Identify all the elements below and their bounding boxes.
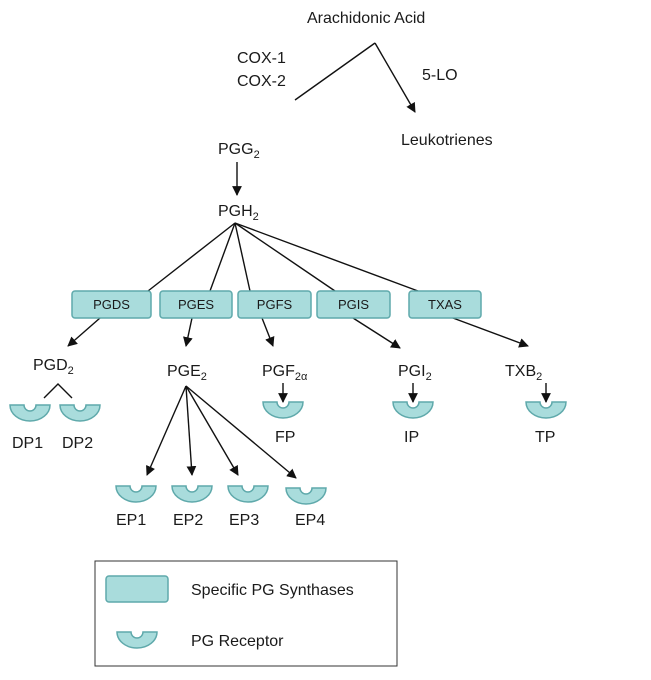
receptor-fp-icon <box>262 401 304 419</box>
edge-aa-to-cox <box>294 42 376 101</box>
legend-synthase-label: Specific PG Synthases <box>191 582 354 599</box>
synthase-boxes: PGDS PGES PGFS PGIS TXAS <box>71 290 482 319</box>
edge-pgfs-to-pgf2a <box>261 317 275 347</box>
receptors <box>9 401 567 505</box>
receptor-ep1-icon <box>115 485 157 503</box>
label-5lo: 5-LO <box>422 67 458 84</box>
node-pge2: PGE2 <box>167 363 207 383</box>
receptor-ep2-label: EP2 <box>173 512 203 529</box>
receptor-ip-label: IP <box>404 429 419 446</box>
edges <box>43 42 551 479</box>
edge-aa-to-leukotrienes <box>374 42 416 113</box>
node-arachidonic-acid: Arachidonic Acid <box>307 10 425 27</box>
node-pgg2: PGG2 <box>218 141 260 161</box>
edge-pge2-to-ep3 <box>185 385 239 476</box>
legend-receptor-label: PG Receptor <box>191 633 284 650</box>
receptor-ep4-icon <box>285 487 327 505</box>
edge-pge2-to-ep2 <box>185 385 197 476</box>
legend-receptor-icon <box>116 631 158 649</box>
receptor-ep4-label: EP4 <box>295 512 325 529</box>
synthase-pges-label: PGES <box>178 297 214 312</box>
edge-pgh2-to-pges <box>209 222 236 292</box>
node-pgh2: PGH2 <box>218 203 259 223</box>
edge-pgh2-to-pgfs <box>234 222 251 292</box>
label-cox2: COX-2 <box>237 73 286 90</box>
synthase-pgds-label: PGDS <box>93 297 130 312</box>
synthase-pgis-label: PGIS <box>338 297 369 312</box>
node-leukotrienes: Leukotrienes <box>401 132 493 149</box>
receptor-ep2-icon <box>171 485 213 503</box>
edge-pgis-to-pgi2 <box>352 317 401 349</box>
receptor-dp2-icon <box>59 404 101 422</box>
node-txb2: TXB2 <box>505 363 542 383</box>
synthase-pges: PGES <box>159 290 233 319</box>
synthase-txas: TXAS <box>408 290 482 319</box>
edge-pge2-to-ep4 <box>185 385 297 479</box>
receptor-ep3-label: EP3 <box>229 512 259 529</box>
receptor-tp-label: TP <box>535 429 555 446</box>
node-pgd2: PGD2 <box>33 357 74 377</box>
edge-pgh2-to-txas <box>234 222 419 292</box>
edge-pgds-to-pgd2 <box>67 317 101 347</box>
synthase-txas-label: TXAS <box>428 297 462 312</box>
receptor-tp-icon <box>525 401 567 419</box>
label-cox1: COX-1 <box>237 50 286 67</box>
synthase-pgis: PGIS <box>316 290 391 319</box>
edge-pgd2-to-dp-receptors <box>43 383 73 399</box>
receptor-ip-icon <box>392 401 434 419</box>
synthase-pgfs-label: PGFS <box>257 297 293 312</box>
legend: Specific PG Synthases PG Receptor <box>94 560 398 667</box>
legend-frame <box>94 560 398 667</box>
legend-synthase-swatch <box>105 575 169 603</box>
receptor-dp1-icon <box>9 404 51 422</box>
edge-pgh2-to-pgis <box>234 222 336 292</box>
synthase-pgfs: PGFS <box>237 290 312 319</box>
synthase-pgds: PGDS <box>71 290 152 319</box>
edge-pge2-to-ep1 <box>146 385 187 476</box>
receptor-ep1-label: EP1 <box>116 512 146 529</box>
receptor-dp2-label: DP2 <box>62 435 93 452</box>
receptor-fp-label: FP <box>275 429 295 446</box>
edge-pgh2-to-pgds <box>147 222 236 292</box>
node-pgi2: PGI2 <box>398 363 432 383</box>
node-pgf2a: PGF2α <box>262 363 308 383</box>
receptor-dp1-label: DP1 <box>12 435 43 452</box>
edge-pges-to-pge2 <box>183 317 193 347</box>
receptor-ep3-icon <box>227 485 269 503</box>
